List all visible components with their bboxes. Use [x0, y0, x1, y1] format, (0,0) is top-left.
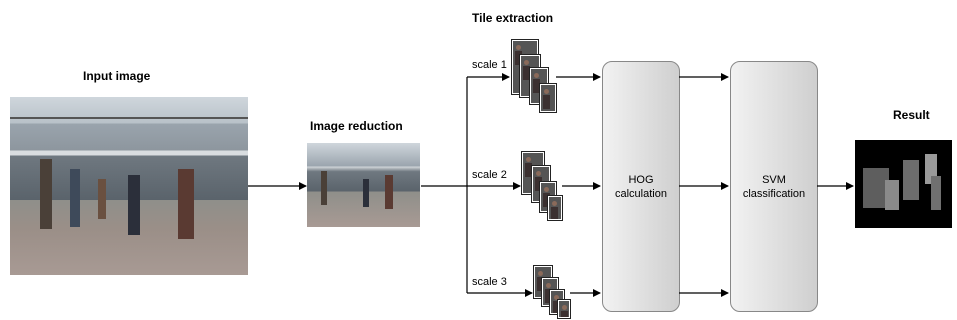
input-image — [10, 97, 248, 275]
hog-calculation-box: HOG calculation — [602, 61, 680, 312]
reduced-image — [307, 143, 420, 227]
scale-label-2: scale 2 — [472, 169, 507, 181]
tile-extraction-title: Tile extraction — [472, 11, 554, 25]
scale-label-3: scale 3 — [472, 276, 507, 288]
input-image-title: Input image — [83, 69, 151, 83]
scale-label-1: scale 1 — [472, 59, 507, 71]
svm-classification-box: SVM classification — [730, 61, 818, 312]
result-image — [855, 140, 952, 228]
result-title: Result — [893, 108, 930, 122]
image-reduction-title: Image reduction — [310, 119, 403, 133]
